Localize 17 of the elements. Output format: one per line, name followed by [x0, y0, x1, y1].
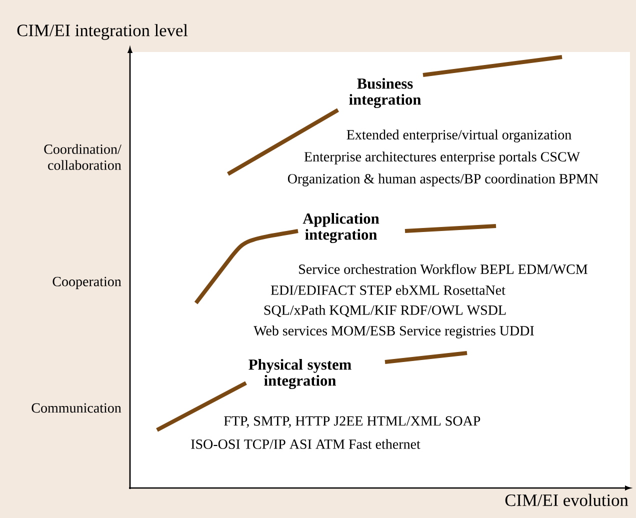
- level-label: Communication: [32, 403, 122, 413]
- level-label: Coordination/ collaboration: [44, 144, 122, 170]
- stage-heading: Application integration: [302, 212, 380, 243]
- technology-list: Organization & human aspects/BP coordination BPMN: [288, 174, 598, 186]
- axis-title: CIM/EI integration level: [17, 24, 188, 40]
- technology-list: Extended enterprise/virtual organization: [346, 130, 572, 142]
- level-label: Cooperation: [52, 276, 122, 290]
- axis-title: CIM/EI evolution: [505, 494, 628, 506]
- technology-list: Enterprise architectures enterprise portals CSCW: [304, 152, 580, 164]
- technology-list: Web services MOM/ESB Service registries UDDI: [254, 326, 534, 338]
- technology-list: SQL/xPath KQML/KIF RDF/OWL WSDL: [264, 305, 506, 317]
- technology-list: Service orchestration Workflow BEPL EDM/WCM: [299, 264, 588, 274]
- technology-list: ISO-OSI TCP/IP ASI ATM Fast ethernet: [191, 439, 420, 449]
- technology-list: FTP, SMTP, HTTP J2EE HTML/XML SOAP: [224, 416, 480, 428]
- technology-list: EDI/EDIFACT STEP ebXML RosettaNet: [270, 285, 506, 295]
- stage-heading: Business integration: [349, 78, 421, 108]
- stage-heading: Physical system integration: [248, 358, 352, 389]
